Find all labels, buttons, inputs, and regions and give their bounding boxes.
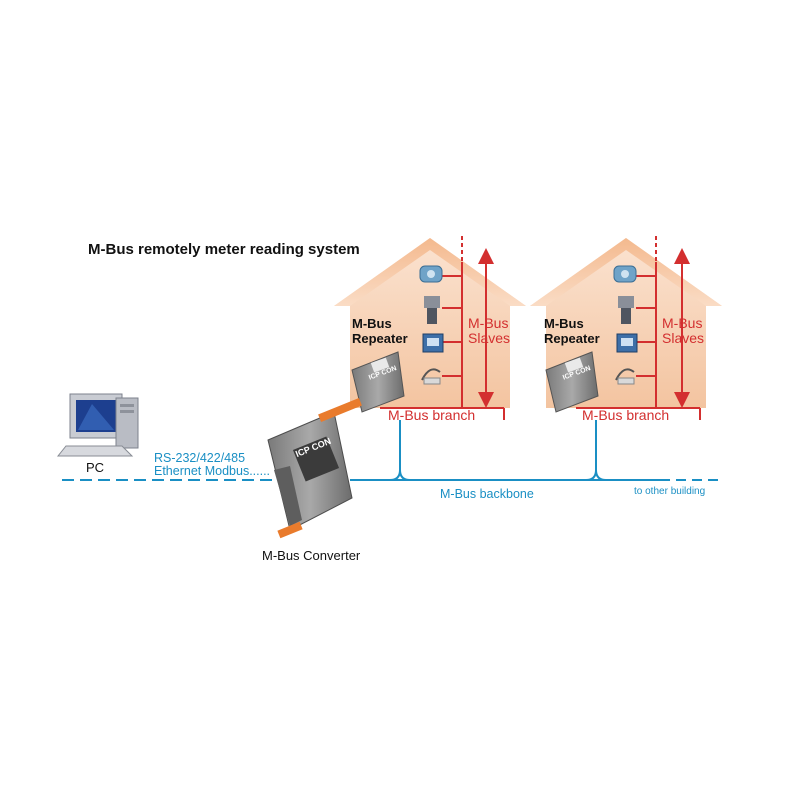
- building-2-drop-line: [595, 420, 607, 481]
- building-2-meter-4: [615, 368, 635, 385]
- building-2-slaves-label-line2: Slaves: [662, 330, 704, 346]
- backbone-label: M-Bus backbone: [440, 487, 534, 501]
- building-1-meter-1: [419, 265, 443, 283]
- pc-label: PC: [86, 460, 104, 475]
- pc-keyboard: [56, 445, 134, 457]
- building-1-meter-2: [424, 296, 440, 324]
- building-1-slaves-label-line1: M-Bus: [468, 315, 508, 331]
- converter-terminal-top: [318, 398, 362, 422]
- building-1-meter-3: [422, 333, 444, 353]
- building-2: ICP CON M-Bus Repeater M-Bus Slaves M-Bu…: [530, 236, 722, 423]
- building-1-drop-line: [399, 420, 411, 481]
- building-1-repeater-label-line1: M-Bus: [352, 316, 392, 331]
- building-1-repeater-label-line2: Repeater: [352, 331, 408, 346]
- building-1: ICP CON M-Bus Repeater M-Bus Slaves M-Bu…: [334, 236, 526, 423]
- building-2-meter-2: [618, 296, 634, 324]
- building-1-branch-wiring: [380, 236, 505, 420]
- mbus-converter-device: ICP CON: [267, 398, 362, 539]
- building-2-branch-label: M-Bus branch: [582, 407, 669, 423]
- building-2-slaves-label-line1: M-Bus: [662, 315, 702, 331]
- building-1-meter-4: [421, 368, 441, 385]
- converter-terminal-bottom: [277, 521, 303, 539]
- diagram-title: M-Bus remotely meter reading system: [88, 241, 360, 258]
- building-2-meter-3: [616, 333, 638, 353]
- building-1-branch-label: M-Bus branch: [388, 407, 475, 423]
- building-1-repeater-device: ICP CON: [351, 351, 405, 413]
- ethernet-label: Ethernet Modbus......: [154, 464, 270, 478]
- converter-label: M-Bus Converter: [262, 548, 361, 563]
- other-building-label: to other building: [634, 486, 705, 497]
- building-1-roof: [334, 238, 526, 306]
- building-2-meter-1: [613, 265, 637, 283]
- building-2-repeater-label-line1: M-Bus: [544, 316, 584, 331]
- building-2-roof: [530, 238, 722, 306]
- building-2-branch-wiring: [576, 236, 701, 420]
- building-2-repeater-device: ICP CON: [545, 351, 599, 413]
- building-1-slaves-label-line2: Slaves: [468, 330, 510, 346]
- rs232-label: RS-232/422/485: [154, 451, 245, 465]
- building-2-repeater-label-line2: Repeater: [544, 331, 600, 346]
- pc-computer: [56, 393, 139, 457]
- bus-wiring: [62, 420, 722, 481]
